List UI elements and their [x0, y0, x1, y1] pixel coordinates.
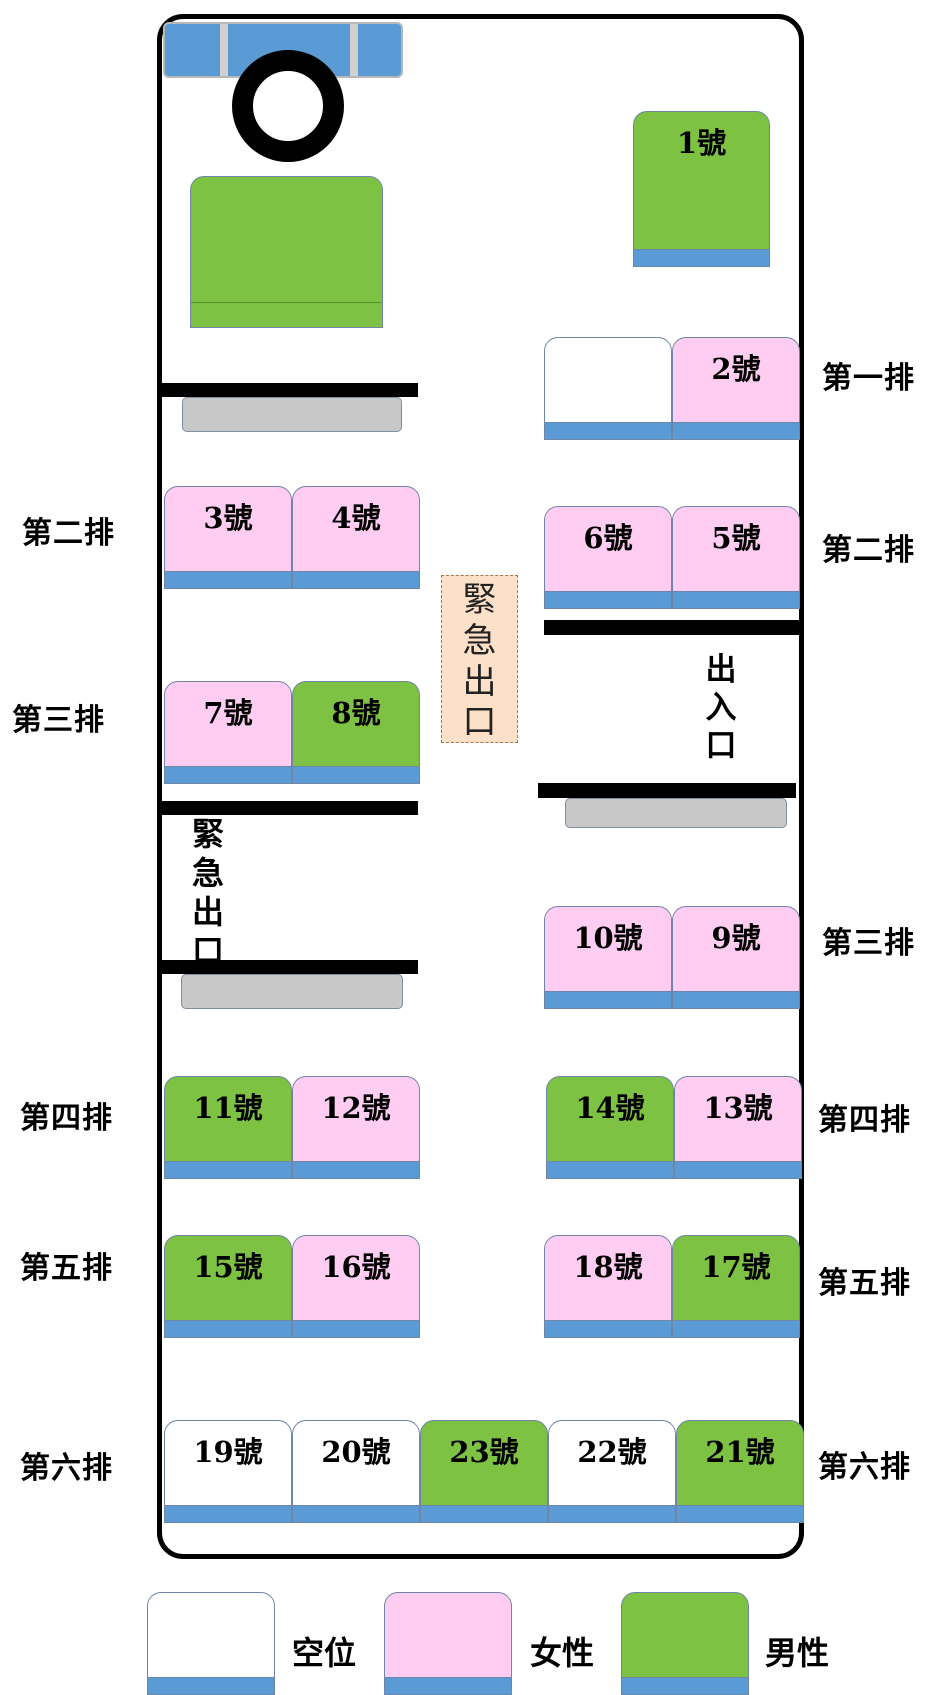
legend-label-empty: 空位: [292, 1634, 357, 1672]
entrance-char: 口: [705, 727, 737, 764]
seat-7[interactable]: 7號: [164, 681, 292, 784]
seat-2[interactable]: 2號: [672, 337, 800, 440]
seat-label: 15號: [193, 1250, 263, 1284]
seat-6[interactable]: 6號: [544, 506, 672, 609]
seat-label: 22號: [577, 1435, 647, 1469]
seat-empty-front[interactable]: [544, 337, 672, 440]
legend-swatch-female: [384, 1592, 512, 1695]
row-label-right-4: 第四排: [818, 1103, 911, 1138]
partition-bar: [538, 783, 796, 798]
legend-swatch-male: [621, 1592, 749, 1695]
steering-wheel-icon: [232, 50, 344, 162]
seat-label: 20號: [321, 1435, 391, 1469]
seat-label: 21號: [705, 1435, 775, 1469]
seat-label: 18號: [573, 1250, 643, 1284]
seat-label: 3號: [203, 501, 253, 535]
seat-14[interactable]: 14號: [546, 1076, 674, 1179]
seat-label: 4號: [331, 501, 381, 535]
row-label-right-5: 第五排: [818, 1266, 911, 1301]
seat-label: 19號: [193, 1435, 263, 1469]
seat-label: 2號: [711, 352, 761, 386]
seat-label: 23號: [449, 1435, 519, 1469]
row-label-right-2: 第二排: [822, 533, 915, 568]
emergency-exit-box: 緊 急 出 口: [441, 575, 518, 743]
grey-panel: [181, 974, 403, 1009]
seat-4[interactable]: 4號: [292, 486, 420, 589]
bus-outline: [157, 14, 804, 1559]
legend-label-female: 女性: [530, 1634, 595, 1672]
seat-label: 1號: [676, 126, 727, 160]
exit-char: 急: [191, 854, 224, 893]
seat-label: 11號: [193, 1091, 263, 1125]
seat-label: 9號: [711, 921, 761, 955]
entrance-char: 入: [705, 689, 737, 726]
legend-label-male: 男性: [765, 1634, 830, 1672]
row-label-left-5: 第五排: [20, 1251, 113, 1286]
grey-panel: [182, 397, 402, 432]
seat-15[interactable]: 15號: [164, 1235, 292, 1338]
seat-10[interactable]: 10號: [544, 906, 672, 1009]
seat-label: 8號: [331, 696, 381, 730]
exit-char: 出: [191, 893, 224, 932]
seat-8[interactable]: 8號: [292, 681, 420, 784]
seat-label: 5號: [711, 521, 761, 555]
seat-5[interactable]: 5號: [672, 506, 800, 609]
seat-label: 17號: [701, 1250, 771, 1284]
grey-panel: [565, 798, 787, 828]
seat-label: 10號: [573, 921, 643, 955]
partition-bar: [544, 620, 802, 635]
seat-label: 14號: [575, 1091, 645, 1125]
driver-seat: [190, 176, 383, 328]
entrance-char: 出: [705, 652, 737, 688]
partition-bar: [160, 960, 418, 974]
seat-label: 7號: [203, 696, 253, 730]
seat-23[interactable]: 23號: [420, 1420, 548, 1523]
seat-9[interactable]: 9號: [672, 906, 800, 1009]
partition-bar: [160, 383, 418, 397]
entrance-label: 出 入 口: [700, 652, 742, 765]
row-label-right-1: 第一排: [822, 361, 915, 396]
seat-3[interactable]: 3號: [164, 486, 292, 589]
exit-char: 緊: [191, 815, 224, 853]
seat-label: 12號: [321, 1091, 391, 1125]
seat-12[interactable]: 12號: [292, 1076, 420, 1179]
seat-17[interactable]: 17號: [672, 1235, 800, 1338]
seat-21[interactable]: 21號: [676, 1420, 804, 1523]
seat-20[interactable]: 20號: [292, 1420, 420, 1523]
exit-char: 口: [191, 932, 224, 960]
seat-label: 13號: [703, 1091, 773, 1125]
emergency-exit-left: 緊 急 出 口: [188, 815, 228, 960]
exit-char: 口: [462, 702, 497, 743]
seat-19[interactable]: 19號: [164, 1420, 292, 1523]
exit-char: 出: [462, 661, 497, 702]
seat-22[interactable]: 22號: [548, 1420, 676, 1523]
row-label-left-2: 第二排: [22, 516, 115, 551]
partition-bar: [160, 801, 418, 815]
seat-label: 16號: [321, 1250, 391, 1284]
legend-swatch-empty: [147, 1592, 275, 1695]
exit-char: 急: [462, 620, 497, 661]
row-label-left-3: 第三排: [12, 703, 105, 738]
exit-char: 緊: [462, 580, 497, 620]
seat-1[interactable]: 1號: [633, 111, 770, 267]
seat-11[interactable]: 11號: [164, 1076, 292, 1179]
row-label-right-6: 第六排: [818, 1450, 911, 1485]
row-label-left-6: 第六排: [20, 1451, 113, 1486]
seat-label: 6號: [583, 521, 633, 555]
seat-16[interactable]: 16號: [292, 1235, 420, 1338]
seat-13[interactable]: 13號: [674, 1076, 802, 1179]
row-label-left-4: 第四排: [20, 1101, 113, 1136]
seat-18[interactable]: 18號: [544, 1235, 672, 1338]
row-label-right-3: 第三排: [822, 926, 915, 961]
